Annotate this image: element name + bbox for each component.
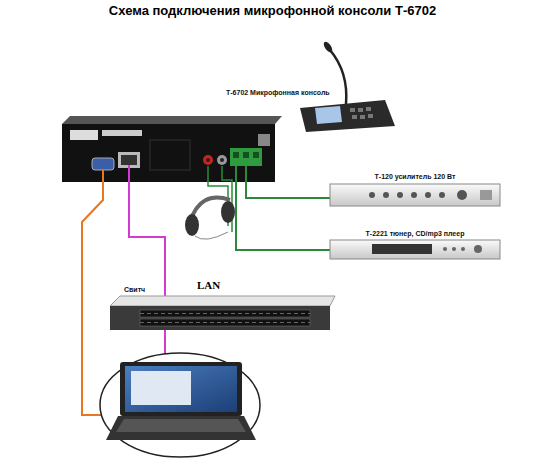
amplifier bbox=[330, 184, 500, 206]
device-label: Т-6702 Микрофонная консоль bbox=[226, 88, 342, 98]
audio-wire bbox=[236, 166, 330, 250]
audio-wire bbox=[246, 166, 330, 198]
switch-box: Свитч bbox=[110, 285, 332, 329]
rear-panel bbox=[62, 116, 282, 182]
headphones bbox=[185, 198, 235, 240]
device-body bbox=[330, 239, 500, 259]
device-body bbox=[124, 295, 332, 329]
amplifier-box: Т-120 усилитель 120 Вт bbox=[330, 172, 500, 206]
network-switch bbox=[110, 296, 335, 330]
network-label: LAN bbox=[197, 279, 220, 291]
device-body bbox=[330, 182, 500, 206]
device-label: Т-120 усилитель 120 Вт bbox=[330, 172, 500, 182]
tuner-box: Т-2221 тюнер, CD/mp3 плеер bbox=[330, 229, 500, 259]
microphone-console bbox=[300, 40, 395, 132]
console-label-box: Т-6702 Микрофонная консоль bbox=[226, 88, 342, 98]
lan-wire bbox=[129, 165, 165, 300]
diagram-title: Схема подключения микрофонной консоли Т-… bbox=[0, 3, 545, 18]
device-label: Т-2221 тюнер, CD/mp3 плеер bbox=[330, 229, 500, 239]
device-label: Свитч bbox=[124, 285, 332, 295]
laptop bbox=[100, 353, 260, 457]
tuner bbox=[330, 240, 500, 259]
